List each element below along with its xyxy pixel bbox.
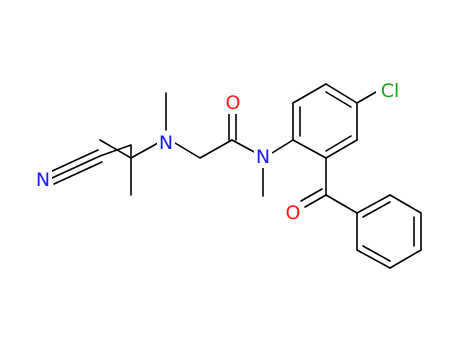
bond-ring-cl: [356, 91, 377, 104]
atom-n-amine: N: [159, 132, 173, 154]
bond-ring1-c5c6: [325, 139, 358, 159]
bond-ring1-c2c3: [292, 83, 327, 104]
bond-ring2-p5p6: [356, 249, 391, 269]
atom-n-nitrile: N: [36, 169, 50, 191]
bond-ch-namine: [130, 142, 159, 159]
bond-ketone-phenyl: [325, 194, 358, 214]
bond-ring1-c3c4-inner: [325, 91, 352, 108]
bond-ring2-p2p3: [389, 194, 422, 214]
bond-ch2-carbonyl: [199, 139, 233, 159]
bonds: [49, 83, 422, 269]
bond-namide-ring: [271, 139, 294, 154]
bond-ketone-o-2: [300, 188, 323, 202]
bond-nitrile-triple-3: [53, 161, 103, 185]
bond-ketone-o-1: [304, 194, 327, 208]
bond-ch2-ch-b: [99, 139, 132, 159]
atom-cl: Cl: [381, 80, 400, 102]
atom-n-amide: N: [256, 146, 270, 168]
bond-nitrile-triple-2: [51, 155, 101, 179]
bond-cn-ch2: [99, 144, 132, 157]
atom-o-ketone: O: [286, 202, 301, 224]
atom-labels: N N O N Cl O: [34, 80, 404, 224]
bond-ring2-p4p5: [389, 249, 422, 269]
atom-o-amide: O: [226, 92, 241, 114]
bond-ring1-c5c6-inner: [325, 135, 352, 152]
bond-nitrile-triple-1: [49, 149, 99, 173]
bond-ring2-p5p6-inner: [362, 245, 391, 262]
bond-ring2-p1p2-inner: [362, 201, 391, 218]
bond-ring1-c3c4: [325, 83, 358, 104]
bond-namine-ch2: [174, 142, 201, 159]
bond-ring2-p1p2: [356, 194, 391, 214]
bond-ring1-c6c1: [292, 139, 327, 159]
bond-carbonyl-namide: [231, 139, 257, 154]
